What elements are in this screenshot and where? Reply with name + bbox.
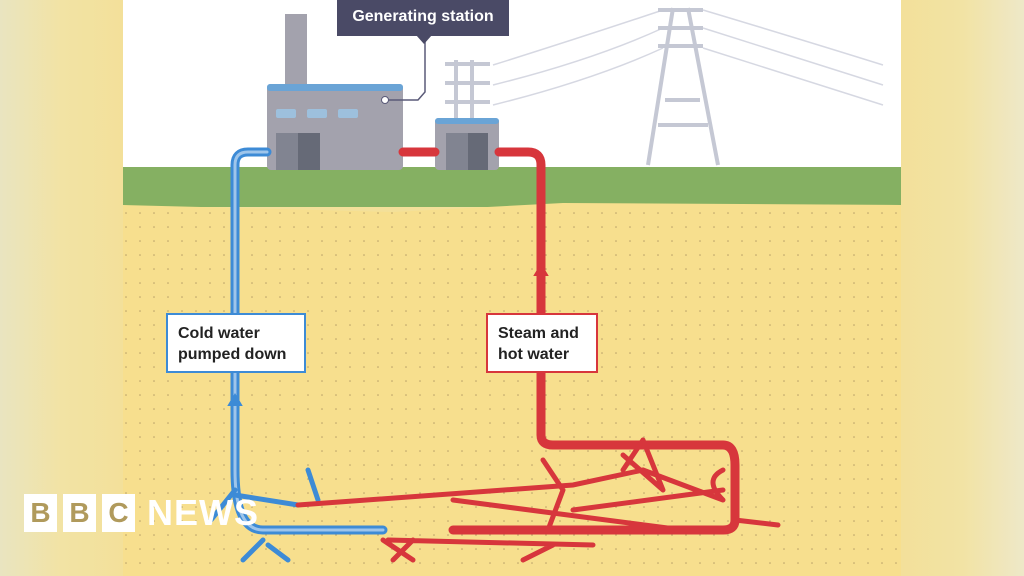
pylon-icon	[646, 7, 720, 166]
logo-letter: B	[63, 494, 96, 532]
logo-letter: B	[24, 494, 57, 532]
power-lines	[492, 9, 884, 106]
bbc-news-logo: B B C NEWS	[24, 494, 259, 532]
logo-word: NEWS	[147, 492, 259, 533]
small-tower	[445, 60, 490, 120]
grass	[123, 167, 901, 207]
power-station-icon	[267, 14, 499, 170]
generating-station-callout: Generating station	[337, 0, 509, 36]
hot-water-label: Steam and hot water	[486, 313, 598, 373]
logo-letter: C	[102, 494, 135, 532]
geothermal-diagram	[123, 0, 901, 576]
sky	[123, 0, 901, 170]
pipes	[208, 147, 781, 563]
callout-pointer	[416, 35, 432, 44]
cold-water-label: Cold water pumped down	[166, 313, 306, 373]
